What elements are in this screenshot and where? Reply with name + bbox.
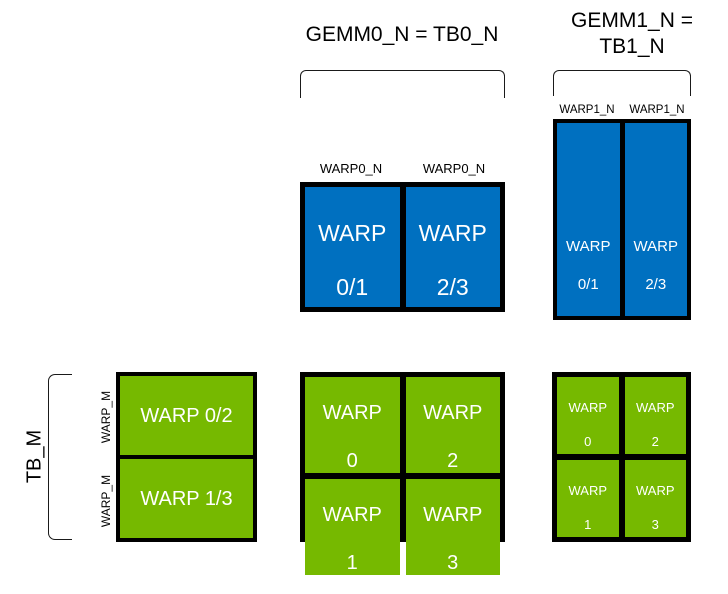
gemm1-title: GEMM1_N = TB1_N [552, 8, 712, 60]
gemm0-blue-cell-warp-2-3[interactable]: WARP 2/3 [405, 187, 500, 307]
middle-green-cell-warp-1[interactable]: WARP 1 [305, 479, 400, 575]
middle-green-cell-1-line2: 2 [447, 450, 459, 472]
right-green-cell-2-line1: WARP [568, 482, 608, 498]
gemm0-blue-cell-0-text: WARP 0/1 [318, 193, 386, 301]
middle-green-cell-0-line2: 0 [346, 450, 358, 472]
gemm1-blue-cell-1-line2: 2/3 [645, 276, 667, 293]
middle-green-cell-1-text: WARP 2 [423, 377, 482, 473]
middle-green-cell-1-line1: WARP [423, 402, 483, 424]
gemm0-top-blue-group: WARP 0/1 WARP 2/3 [300, 182, 505, 312]
right-green-cell-warp-1[interactable]: WARP 1 [557, 460, 619, 537]
middle-green-group: WARP 0 WARP 2 WARP 1 WARP 3 [300, 372, 505, 575]
middle-green-cell-3-text: WARP 3 [423, 479, 482, 575]
middle-green-cell-3-line1: WARP [423, 504, 483, 526]
tb-m-label: TB_M [23, 429, 46, 484]
gemm0-blue-cell-1-text: WARP 2/3 [419, 193, 487, 301]
warp0-n-label-right: WARP0_N [422, 161, 486, 176]
middle-green-cell-0-line1: WARP [322, 402, 382, 424]
right-green-cell-0-line2: 0 [584, 433, 592, 449]
gemm0-blue-cell-1-line1: WARP [418, 220, 487, 246]
warp-m-label-bottom: WARP_M [99, 474, 113, 528]
middle-green-cell-warp-0[interactable]: WARP 0 [305, 377, 400, 473]
right-green-cell-0-text: WARP 0 [568, 382, 607, 450]
gemm1-blue-cell-warp-0-1[interactable]: WARP 0/1 [557, 123, 620, 316]
right-green-cell-3-text: WARP 3 [636, 465, 675, 533]
middle-green-cell-2-text: WARP 1 [323, 479, 382, 575]
right-green-cell-3-line2: 3 [651, 516, 659, 532]
gemm1-blue-cell-0-line2: 0/1 [577, 276, 599, 293]
gemm1-blue-cell-0-line1: WARP [566, 238, 611, 255]
warp-m-label-top: WARP_M [99, 390, 113, 444]
middle-green-cell-2-line1: WARP [322, 504, 382, 526]
right-green-cell-3-line1: WARP [635, 482, 675, 498]
middle-green-cell-0-text: WARP 0 [323, 377, 382, 473]
right-green-cell-warp-0[interactable]: WARP 0 [557, 377, 619, 454]
gemm0-bracket [300, 70, 505, 98]
warp1-n-label-left: WARP1_N [559, 104, 615, 116]
gemm1-blue-cell-0-text: WARP 0/1 [566, 218, 610, 294]
right-green-cell-warp-2[interactable]: WARP 2 [624, 377, 686, 454]
middle-green-cell-3-line2: 3 [447, 552, 459, 574]
gemm1-bracket [553, 70, 691, 96]
right-green-cell-warp-3[interactable]: WARP 3 [624, 460, 686, 537]
left-green-group: WARP 0/2 WARP 1/3 [116, 372, 257, 542]
gemm1-top-blue-group: WARP 0/1 WARP 2/3 [553, 119, 691, 320]
warp1-n-label-right: WARP1_N [629, 104, 685, 116]
gemm0-blue-cell-warp-0-1[interactable]: WARP 0/1 [305, 187, 400, 307]
middle-green-cell-warp-3[interactable]: WARP 3 [405, 479, 500, 575]
gemm0-blue-cell-0-line1: WARP [318, 220, 387, 246]
tb-m-bracket [48, 374, 72, 540]
warp0-n-label-left: WARP0_N [319, 161, 383, 176]
right-green-cell-2-line2: 1 [584, 516, 592, 532]
right-green-cell-1-line1: WARP [635, 399, 675, 415]
gemm0-title: GEMM0_N = TB0_N [305, 23, 499, 46]
middle-green-cell-warp-2[interactable]: WARP 2 [405, 377, 500, 473]
gemm1-blue-cell-1-text: WARP 2/3 [634, 218, 678, 294]
gemm1-blue-cell-warp-2-3[interactable]: WARP 2/3 [624, 123, 687, 316]
gemm1-blue-cell-1-line1: WARP [633, 238, 678, 255]
gemm1-title-line1: GEMM1_N = [571, 9, 693, 32]
gemm0-blue-cell-0-line2: 0/1 [336, 274, 369, 300]
middle-green-cell-2-line2: 1 [346, 552, 358, 574]
gemm1-title-line2: TB1_N [599, 35, 665, 58]
right-green-cell-1-text: WARP 2 [636, 382, 675, 450]
gemm0-blue-cell-1-line2: 2/3 [436, 274, 469, 300]
left-green-cell-warp-0-2[interactable]: WARP 0/2 [120, 376, 253, 455]
right-green-cell-1-line2: 2 [651, 433, 659, 449]
right-green-group: WARP 0 WARP 2 WARP 1 WARP 3 [552, 372, 691, 542]
right-green-cell-2-text: WARP 1 [568, 465, 607, 533]
left-green-cell-warp-1-3[interactable]: WARP 1/3 [120, 459, 253, 538]
right-green-cell-0-line1: WARP [568, 399, 608, 415]
